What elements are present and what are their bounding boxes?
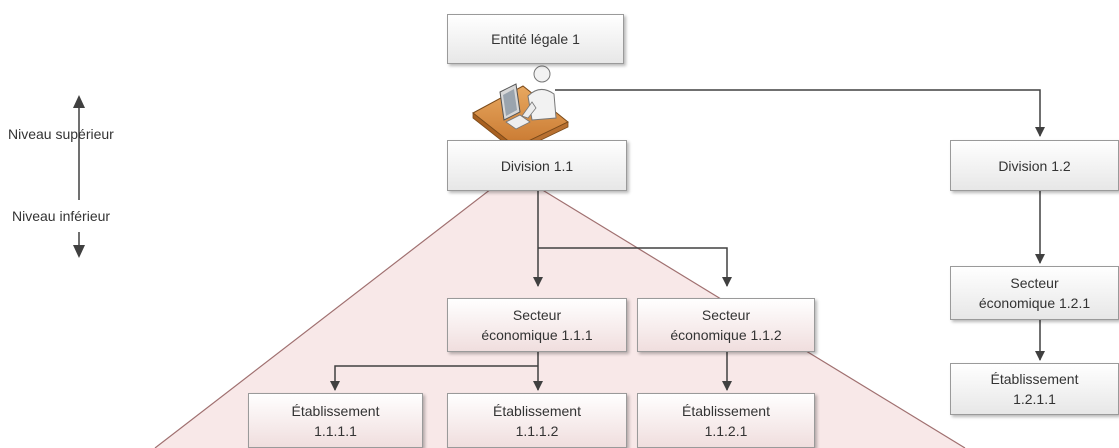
node-etablissement-1-1-2-1: Établissement 1.1.2.1 (637, 393, 815, 448)
node-label-line1: Secteur (701, 307, 751, 323)
node-secteur-1-2-1: Secteur économique 1.2.1 (950, 266, 1119, 320)
node-label-line2: économique 1.1.1 (481, 327, 593, 343)
node-label-line2: économique 1.1.2 (670, 327, 782, 343)
connectors (330, 89, 1045, 391)
node-label-line1: Secteur (1010, 275, 1059, 291)
node-label-line2: 1.1.1.1 (314, 422, 357, 439)
node-label: Entité légale 1 (491, 31, 580, 47)
node-label-line1: Établissement (493, 402, 581, 419)
node-label-line1: Établissement (990, 371, 1079, 387)
level-arrow (73, 95, 85, 258)
node-secteur-1-1-1: Secteur économique 1.1.1 (447, 298, 627, 352)
node-label-line1: Secteur (512, 307, 562, 323)
level-upper-label: Niveau supérieur (8, 126, 114, 142)
node-label-line2: 1.1.1.2 (515, 422, 559, 439)
node-label-line1: Établissement (291, 402, 380, 419)
node-etablissement-1-1-1-1: Établissement 1.1.1.1 (248, 393, 423, 448)
node-label-line2: économique 1.2.1 (978, 295, 1091, 311)
node-label-line1: Établissement (682, 402, 770, 419)
node-label-line2: 1.1.2.1 (704, 422, 748, 439)
node-etablissement-1-2-1-1: Établissement 1.2.1.1 (950, 363, 1119, 415)
node-division-1-2: Division 1.2 (950, 140, 1119, 191)
node-division-1-1: Division 1.1 (447, 140, 627, 191)
node-entite-legale-1: Entité légale 1 (447, 14, 624, 64)
node-etablissement-1-1-1-2: Établissement 1.1.1.2 (447, 393, 627, 448)
level-lower-label: Niveau inférieur (12, 208, 111, 224)
node-secteur-1-1-2: Secteur économique 1.1.2 (637, 298, 815, 352)
node-label: Division 1.1 (500, 157, 574, 174)
scope-edge-left (154, 171, 514, 448)
node-label: Division 1.2 (998, 157, 1071, 174)
node-label-line2: 1.2.1.1 (1013, 391, 1056, 407)
